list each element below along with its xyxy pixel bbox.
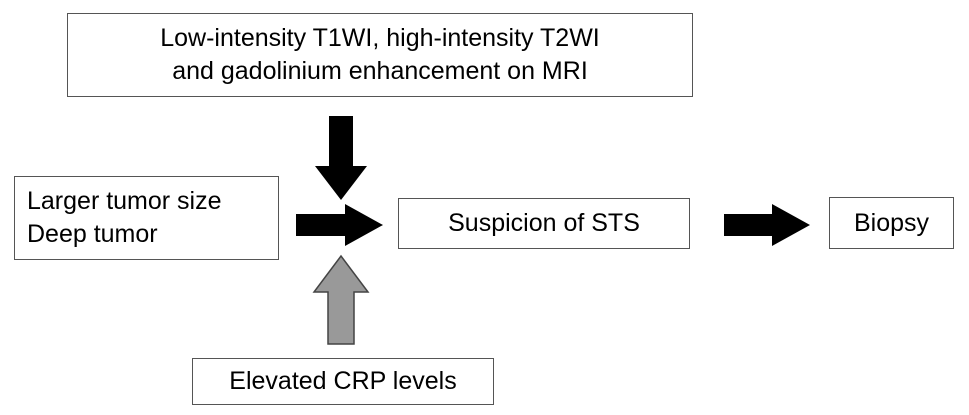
right-arrow-to-biopsy-icon [724,204,810,246]
tumor-size-line-1: Larger tumor size [27,187,222,215]
up-arrow-icon [312,254,370,345]
mri-findings-box: Low-intensity T1WI, high-intensity T2WI … [67,13,693,97]
right-arrow-icon [296,204,383,246]
elevated-crp-label: Elevated CRP levels [229,367,457,395]
elevated-crp-box: Elevated CRP levels [192,358,494,405]
suspicion-of-sts-label: Suspicion of STS [448,209,640,237]
tumor-size-line-2: Deep tumor [27,220,158,248]
down-arrow-icon [315,116,367,200]
biopsy-box: Biopsy [829,197,954,249]
mri-findings-line-2: and gadolinium enhancement on MRI [172,57,588,85]
biopsy-label: Biopsy [853,208,930,237]
suspicion-of-sts-box: Suspicion of STS [398,198,690,249]
mri-findings-line-1: Low-intensity T1WI, high-intensity T2WI [160,24,600,52]
tumor-size-box: Larger tumor size Deep tumor [14,176,279,260]
